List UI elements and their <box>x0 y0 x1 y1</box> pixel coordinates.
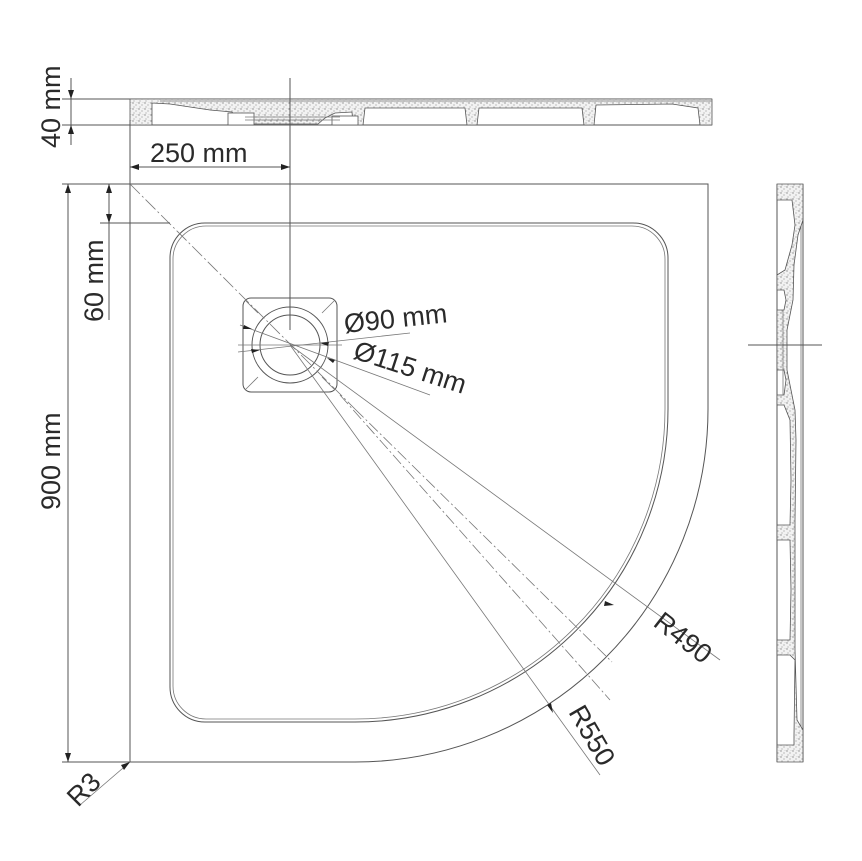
plan-view <box>129 183 721 776</box>
drain-inner-diameter-label: Ø90 mm <box>342 298 448 339</box>
rim-width-label: 60 mm <box>79 239 109 322</box>
height-label: 40 mm <box>36 65 66 148</box>
inner-radius-label: R490 <box>648 606 717 669</box>
dimension-side-length: 900 mm <box>36 183 130 763</box>
drain-outer-diameter-label: Ø115 mm <box>350 335 470 400</box>
dimension-drain-offset: 250 mm <box>129 120 290 184</box>
side-length-label: 900 mm <box>36 412 66 510</box>
dimension-inner-radius: R490 <box>604 601 718 669</box>
dimension-rim-width: 60 mm <box>79 184 170 322</box>
dimension-height: 40 mm <box>36 65 74 148</box>
side-section-view <box>748 183 822 763</box>
dimension-corner-radius: R3 <box>61 761 131 813</box>
corner-radius-label: R3 <box>61 767 107 813</box>
dimension-drain-diameters: Ø90 mm Ø115 mm <box>237 298 470 400</box>
top-section-view <box>62 98 713 126</box>
dimension-outer-radius: R550 <box>547 700 621 771</box>
drain-offset-label: 250 mm <box>150 138 248 168</box>
